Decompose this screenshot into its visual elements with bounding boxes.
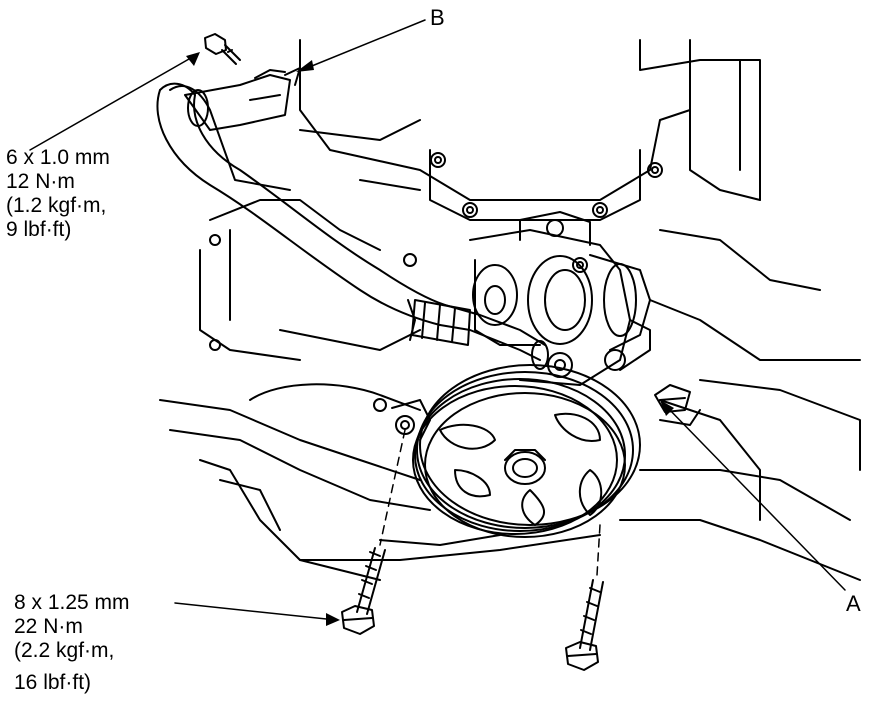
upper-bolt-size: 6 x 1.0 mm (6, 146, 110, 169)
upper-bolt-torque-lbf: 9 lbf·ft) (6, 218, 72, 241)
callout-a-label: A (846, 591, 861, 616)
upper-bolt-torque-kgf: (1.2 kgf·m, (6, 194, 107, 217)
upper-bolt-torque-nm: 12 N·m (6, 170, 75, 193)
drive-belt-area (159, 383, 861, 581)
hose-clip-a (654, 384, 691, 413)
upper-bolt-spec: 6 x 1.0 mm 12 N·m (1.2 kgf·m, 9 lbf·ft) (6, 146, 110, 242)
arrow-heads (186, 52, 674, 626)
pump-body (469, 211, 651, 386)
lower-bolt-torque-nm: 22 N·m (14, 615, 83, 638)
engine-block (199, 39, 861, 521)
lower-bolt-spec: 8 x 1.25 mm 22 N·m (2.2 kgf·m, 16 lbf·ft… (14, 591, 130, 695)
lower-bolt-left (341, 547, 386, 635)
lower-bolt-right (565, 579, 604, 671)
lower-bolt-torque-kgf: (2.2 kgf·m, (14, 639, 115, 662)
housing-bolts (209, 152, 663, 412)
upper-mounting-bolt (204, 33, 241, 65)
pump-pulley (412, 364, 641, 538)
lower-bolt-torque-lbf: 16 lbf·ft) (14, 671, 92, 694)
callout-b-label: B (430, 5, 445, 30)
pressure-hose (156, 82, 549, 370)
hose-bracket (184, 67, 301, 131)
bolt-bosses (391, 399, 431, 441)
leader-lines (29, 19, 846, 621)
lower-bolt-size: 8 x 1.25 mm (14, 591, 130, 614)
alignment-lines (379, 429, 601, 576)
